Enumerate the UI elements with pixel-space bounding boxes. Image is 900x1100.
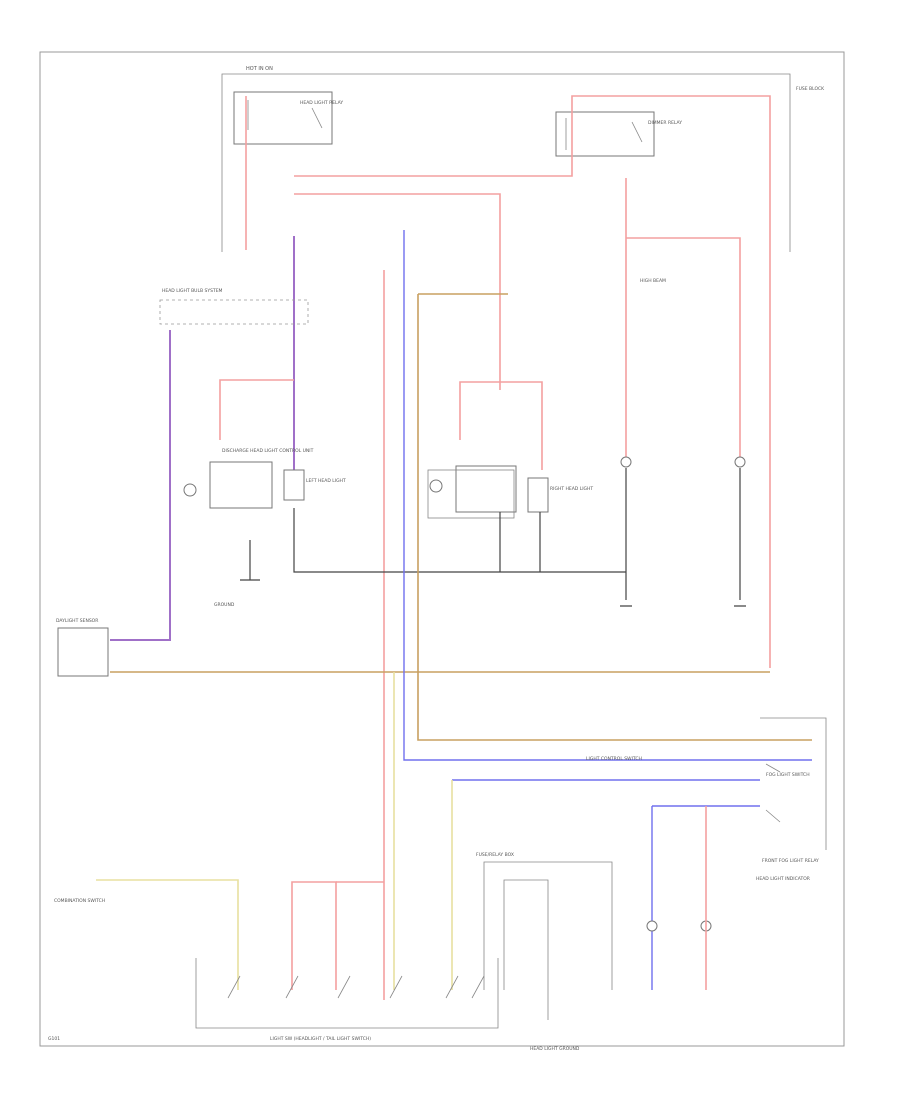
wire-red-feed: [294, 193, 501, 390]
right-headlight-unit: [527, 477, 549, 513]
wire-red-right-column: [625, 178, 741, 460]
label-diagram-id: G101: [48, 1036, 60, 1042]
label-headlight-indicator: HEAD LIGHT INDICATOR: [756, 876, 810, 882]
label-control-unit-left: DISCHARGE HEAD LIGHT CONTROL UNIT: [222, 448, 314, 454]
bulb-icon: [429, 479, 443, 493]
high-beam-left-icon: [734, 456, 746, 468]
wire-tan-down: [417, 294, 812, 741]
label-headlight-relay: HEAD LIGHT RELAY: [300, 100, 343, 106]
label-fuse-block: FUSE BLOCK: [796, 86, 825, 92]
label-fog-light-switch: FOG LIGHT SWITCH: [766, 772, 810, 778]
wire-blue-main: [403, 230, 812, 761]
label-front-fog-relay: FRONT FOG LIGHT RELAY: [762, 858, 819, 864]
label-ground: GROUND: [214, 602, 235, 608]
label-fuse-relay-box: FUSE/RELAY BOX: [476, 852, 514, 858]
relay-contact: [247, 100, 643, 150]
high-beam-ground-wire: [625, 468, 741, 600]
wire-red-loop-left: [219, 379, 294, 440]
daylight-sensor-box: [57, 627, 109, 677]
wire-yellow-sensor: [96, 879, 239, 990]
wire-red-loop-right: [459, 381, 543, 470]
ground-left: [240, 540, 260, 581]
dimmer-relay-box: [555, 111, 655, 157]
label-light-switch: LIGHT SW (HEADLIGHT / TAIL LIGHT SWITCH): [270, 1036, 371, 1042]
wire-red-switch-1: [291, 881, 337, 990]
label-headlight-bulb-system: HEAD LIGHT BULB SYSTEM: [162, 288, 223, 294]
label-daylight-sensor: DAYLIGHT SENSOR: [56, 618, 98, 624]
discharge-control-unit-right: [455, 465, 517, 513]
light-switch-block: [195, 958, 499, 1029]
wire-red-top: [294, 95, 771, 668]
relay-housing-outline: [221, 73, 791, 252]
wire-switch-right: [483, 861, 613, 1020]
diagram-frame: [39, 51, 845, 1047]
high-beam-right-icon: [620, 456, 632, 468]
label-headlight-ground: HEAD LIGHT GROUND: [530, 1046, 580, 1052]
bulb-icon: [183, 483, 197, 497]
headlight-unit-outline: [427, 469, 515, 519]
left-headlight-unit: [283, 469, 305, 501]
label-light-control-switch: LIGHT CONTROL SWITCH: [586, 756, 642, 762]
switch-contacts: [227, 975, 485, 999]
fuse-block-outline: [159, 299, 309, 325]
label-left-headlight: LEFT HEAD LIGHT: [306, 478, 346, 484]
wire-purple-left: [110, 330, 171, 641]
label-combination-switch: COMBINATION SWITCH: [54, 898, 105, 904]
discharge-control-unit-left: [209, 461, 273, 509]
headlight-relay-box: [233, 91, 333, 145]
wire-black-ground-bus: [293, 508, 626, 573]
label-hot-in-on: HOT IN ON: [246, 66, 273, 72]
wire-black-ground-right: [499, 512, 541, 572]
fog-relay-outline: [760, 717, 827, 850]
label-right-headlight: RIGHT HEAD LIGHT: [550, 486, 593, 492]
label-dimmer-relay: DIMMER RELAY: [648, 120, 682, 126]
fog-light-right-icon: [646, 920, 658, 932]
label-high-beam: HIGH BEAM: [640, 278, 666, 284]
